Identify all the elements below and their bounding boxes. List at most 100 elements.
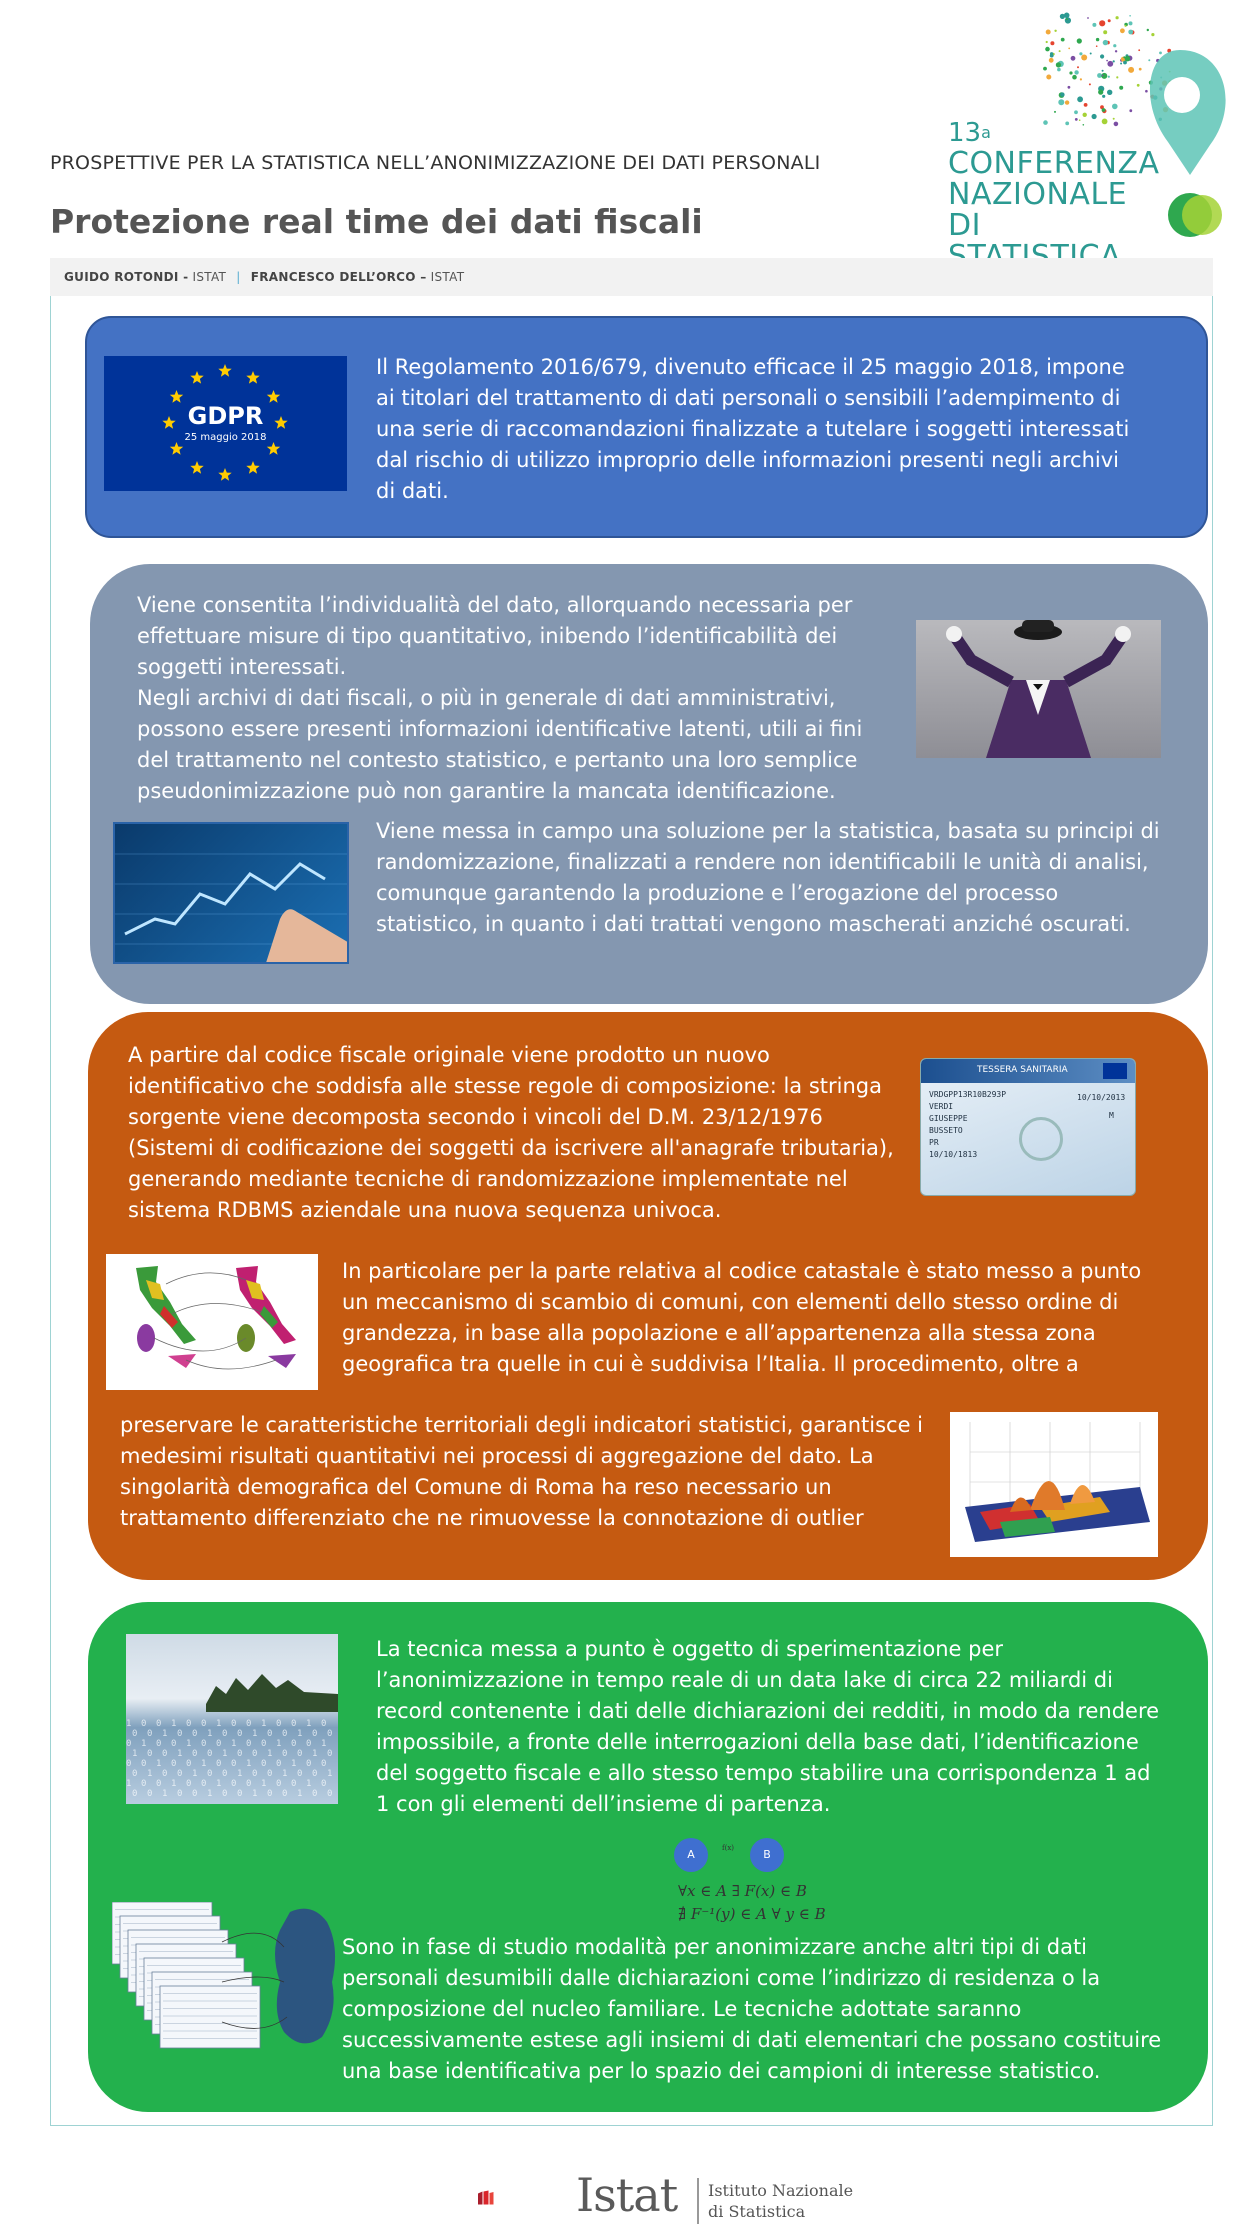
binary-digit: 1: [177, 1749, 182, 1759]
logo-dot: [1107, 89, 1113, 96]
eu-star-icon: [190, 461, 204, 474]
logo-dot: [1102, 39, 1109, 46]
binary-digit: 0: [156, 1739, 161, 1749]
binary-digit: 1: [207, 1729, 212, 1739]
binary-digit: 1: [171, 1779, 176, 1789]
logo-dot: [1101, 72, 1108, 79]
health-card-expiry: 10/10/2013: [1077, 1093, 1126, 1102]
logo-dot: [1136, 83, 1140, 87]
binary-digit: 1: [237, 1769, 242, 1779]
author-1-org: ISTAT: [192, 270, 227, 284]
logo-dot: [1114, 50, 1118, 53]
istat-logo-icon: [478, 2190, 494, 2205]
mapping-arrow-label: f(x): [722, 1844, 735, 1852]
conference-ordinal: a: [981, 123, 991, 142]
logo-dot: [1068, 47, 1071, 50]
binary-digit: 0: [306, 1739, 311, 1749]
binary-digit: 1: [276, 1739, 281, 1749]
logo-dot: [1077, 96, 1083, 103]
logo-dot: [1082, 112, 1087, 118]
binary-digit: 1: [312, 1749, 317, 1759]
binary-digit: 0: [126, 1759, 131, 1769]
logo-dot: [1112, 60, 1115, 63]
logo-dot: [1138, 49, 1141, 52]
logo-dot: [1072, 74, 1077, 80]
author-2-org: ISTAT: [430, 270, 465, 284]
supertitle: PROSPETTIVE PER LA STATISTICA NELL’ANONI…: [50, 152, 821, 174]
solution-paragraph: Viene messa in campo una soluzione per l…: [376, 819, 1160, 936]
logo-dot: [1146, 28, 1149, 32]
logo-dot: [1101, 74, 1104, 77]
logo-dot: [1060, 92, 1065, 97]
logo-dot: [1145, 89, 1148, 93]
binary-digit: 1: [297, 1789, 302, 1799]
logo-dot: [1083, 103, 1088, 107]
logo-dot: [1101, 108, 1106, 112]
binary-digit: 0: [222, 1729, 227, 1739]
logo-dot: [1078, 119, 1081, 121]
binary-digit: 0: [156, 1719, 161, 1729]
binary-digit: 1: [147, 1769, 152, 1779]
binary-digit: 1: [321, 1739, 326, 1749]
invisible-man-image: [916, 620, 1161, 758]
logo-dot: [1064, 17, 1071, 24]
logo-dot: [1054, 110, 1056, 113]
binary-digit: 0: [207, 1749, 212, 1759]
binary-digit: 0: [267, 1729, 272, 1739]
binary-digit: 0: [261, 1759, 266, 1769]
eu-star-icon: [218, 364, 232, 377]
logo-dot: [1050, 41, 1055, 46]
logo-dot: [1100, 54, 1105, 59]
health-card-sex: M: [1109, 1111, 1114, 1120]
binary-digit: 0: [252, 1769, 257, 1779]
binary-digit: 0: [192, 1729, 197, 1739]
binary-digit: 1: [192, 1769, 197, 1779]
health-card-surname: VERDI: [929, 1102, 954, 1111]
logo-dot: [1079, 52, 1083, 56]
logo-dot: [1070, 55, 1076, 61]
logo-dot: [1128, 66, 1135, 73]
logo-dot: [1091, 113, 1097, 120]
istat-brand: Istat: [576, 2168, 678, 2222]
logo-dot: [1103, 30, 1108, 35]
binary-digit: 0: [312, 1789, 317, 1799]
math-line-1: ∀x ∈ A ∃ F(x) ∈ B: [678, 1882, 807, 1900]
binary-digit: 0: [327, 1789, 332, 1799]
logo-dot: [1074, 70, 1079, 75]
conference-line-2: NAZIONALE: [948, 177, 1128, 212]
logo-dot: [1120, 62, 1123, 65]
binary-digit: 0: [282, 1729, 287, 1739]
eu-star-icon: [169, 442, 184, 455]
binary-digit: 0: [162, 1769, 167, 1779]
logo-dot: [1151, 33, 1155, 37]
eu-star-icon: [246, 461, 260, 474]
binary-digit: 0: [327, 1729, 332, 1739]
eu-star-icon: [274, 416, 288, 429]
binary-digit: 0: [231, 1759, 236, 1769]
binary-digit: 0: [216, 1759, 221, 1769]
logo-dot: [1113, 44, 1117, 48]
logo-dot: [1087, 17, 1089, 19]
spreadsheet-sheet: [159, 1985, 261, 2049]
logo-dot: [1054, 29, 1057, 32]
binary-digit: 1: [261, 1719, 266, 1729]
preserve-paragraph: preservare le caratteristiche territoria…: [120, 1413, 924, 1530]
conference-line-1: CONFERENZA: [948, 146, 1160, 181]
binary-digit: 0: [297, 1769, 302, 1779]
logo-dot: [1076, 38, 1082, 44]
binary-digit: 0: [252, 1749, 257, 1759]
logo-dot: [1101, 69, 1104, 72]
binary-digit: 0: [291, 1739, 296, 1749]
archives-paragraph: Negli archivi di dati fiscali, o più in …: [137, 686, 863, 803]
technique-paragraph: La tecnica messa a punto è oggetto di sp…: [376, 1637, 1160, 1816]
binary-digit: 0: [282, 1749, 287, 1759]
binary-digit: 0: [306, 1759, 311, 1769]
binary-digit: 1: [162, 1789, 167, 1799]
eu-star-icon: [266, 442, 281, 455]
gdpr-paragraph: Il Regolamento 2016/679, divenuto effica…: [376, 355, 1130, 503]
binary-digit: 0: [321, 1759, 326, 1769]
logo-dot: [1123, 60, 1127, 65]
binary-digit: 0: [222, 1769, 227, 1779]
logo-dot: [1128, 21, 1133, 26]
eu-star-icon: [169, 390, 184, 403]
